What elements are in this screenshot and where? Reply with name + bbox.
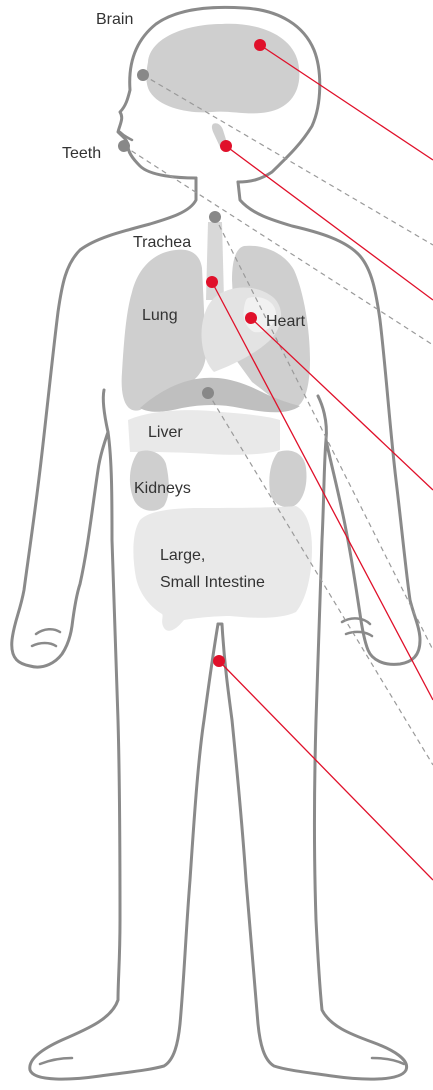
right-hand-detail — [342, 618, 372, 636]
heart-red-dot — [245, 312, 257, 324]
kidney-right-organ — [269, 451, 306, 508]
intestine-organ — [133, 506, 312, 631]
left-foot-detail — [40, 1058, 72, 1064]
intestine-label-line2: Small Intestine — [160, 574, 265, 591]
leg-red-line — [219, 661, 433, 880]
teeth-label: Teeth — [62, 145, 101, 162]
brain-organ — [146, 24, 299, 114]
left-inner-arm — [103, 390, 108, 432]
teeth-gray-dot — [118, 140, 130, 152]
intestine-label-line1: Large, — [160, 547, 205, 564]
left-hand-detail — [32, 629, 60, 646]
diaphragm-gray-dot — [202, 387, 214, 399]
heart-label: Heart — [266, 313, 306, 330]
trachea-gray-dot — [209, 211, 221, 223]
lung-red-line — [212, 282, 433, 700]
right-inner-arm — [318, 396, 326, 440]
trachea-label: Trachea — [133, 234, 191, 251]
right-foot-detail — [372, 1058, 404, 1064]
brain-label: Brain — [96, 11, 133, 28]
brain-gray-dot — [137, 69, 149, 81]
liver-label: Liver — [148, 424, 183, 441]
leg-red-dot — [213, 655, 225, 667]
kidneys-label: Kidneys — [134, 480, 191, 497]
lung-red-dot — [206, 276, 218, 288]
brain-red-dot — [254, 39, 266, 51]
red-pointers — [212, 45, 433, 880]
throat-red-dot — [220, 140, 232, 152]
lung-label: Lung — [142, 307, 178, 324]
